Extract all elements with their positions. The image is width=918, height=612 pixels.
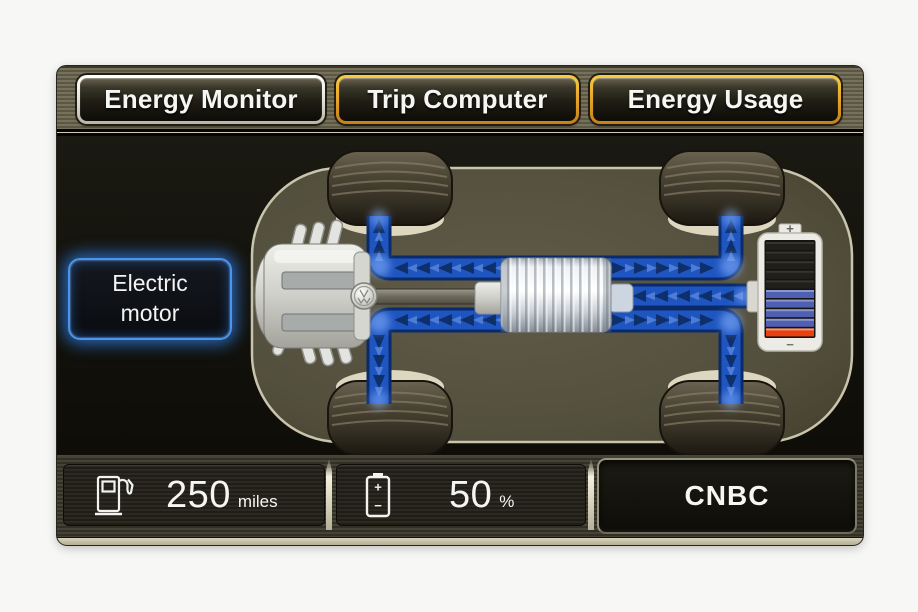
tab-trip-computer[interactable]: Trip Computer [336, 75, 579, 124]
audio-source-panel[interactable]: CNBC [597, 458, 857, 534]
engine-graphic [254, 219, 378, 367]
infotainment-screen: Energy Monitor Trip Computer Energy Usag… [57, 66, 863, 545]
tab-bar: Energy Monitor Trip Computer Energy Usag… [57, 66, 863, 129]
battery-plus-label: + [786, 221, 794, 236]
electric-motor-indicator: Electric motor [68, 258, 232, 340]
fuel-range-value: 250 [166, 473, 231, 516]
car-energy-diagram: + − [250, 150, 854, 455]
tab-energy-monitor[interactable]: Energy Monitor [77, 75, 325, 124]
fuel-range-unit: miles [237, 491, 278, 511]
tab-energy-usage-label: Energy Usage [593, 78, 838, 121]
battery-icon-minus: − [374, 498, 382, 513]
battery-icon: + − [365, 473, 391, 518]
battery-charge-readout: 50 % [449, 474, 514, 517]
tab-energy-usage[interactable]: Energy Usage [590, 75, 841, 124]
motor-generator-cylinder [474, 257, 634, 333]
battery-graphic: + − [746, 221, 823, 352]
status-bar: 250 miles + − 50 % CNBC [57, 455, 863, 538]
audio-source-label: CNBC [684, 480, 770, 511]
screen-bottom-edge [57, 538, 863, 545]
wheel-front-right [659, 150, 785, 226]
battery-minus-label: − [786, 337, 794, 352]
wheel-front-left [327, 150, 453, 226]
battery-icon-plus: + [374, 480, 382, 495]
fuel-range-panel: 250 miles [63, 464, 325, 526]
status-bar-divider [588, 458, 594, 530]
tab-trip-computer-label: Trip Computer [339, 78, 576, 121]
separator-line [57, 129, 863, 136]
fuel-pump-icon [95, 475, 134, 516]
energy-monitor-view: + − Electric motor [57, 136, 863, 455]
battery-charge-value: 50 [449, 473, 493, 516]
status-bar-divider [326, 458, 332, 530]
battery-charge-cells [766, 242, 814, 337]
tab-energy-monitor-label: Energy Monitor [80, 78, 322, 121]
fuel-range-readout: 250 miles [166, 474, 278, 517]
battery-charge-panel: + − 50 % [336, 464, 586, 526]
engine-badge [350, 282, 378, 310]
battery-charge-unit: % [499, 491, 515, 511]
